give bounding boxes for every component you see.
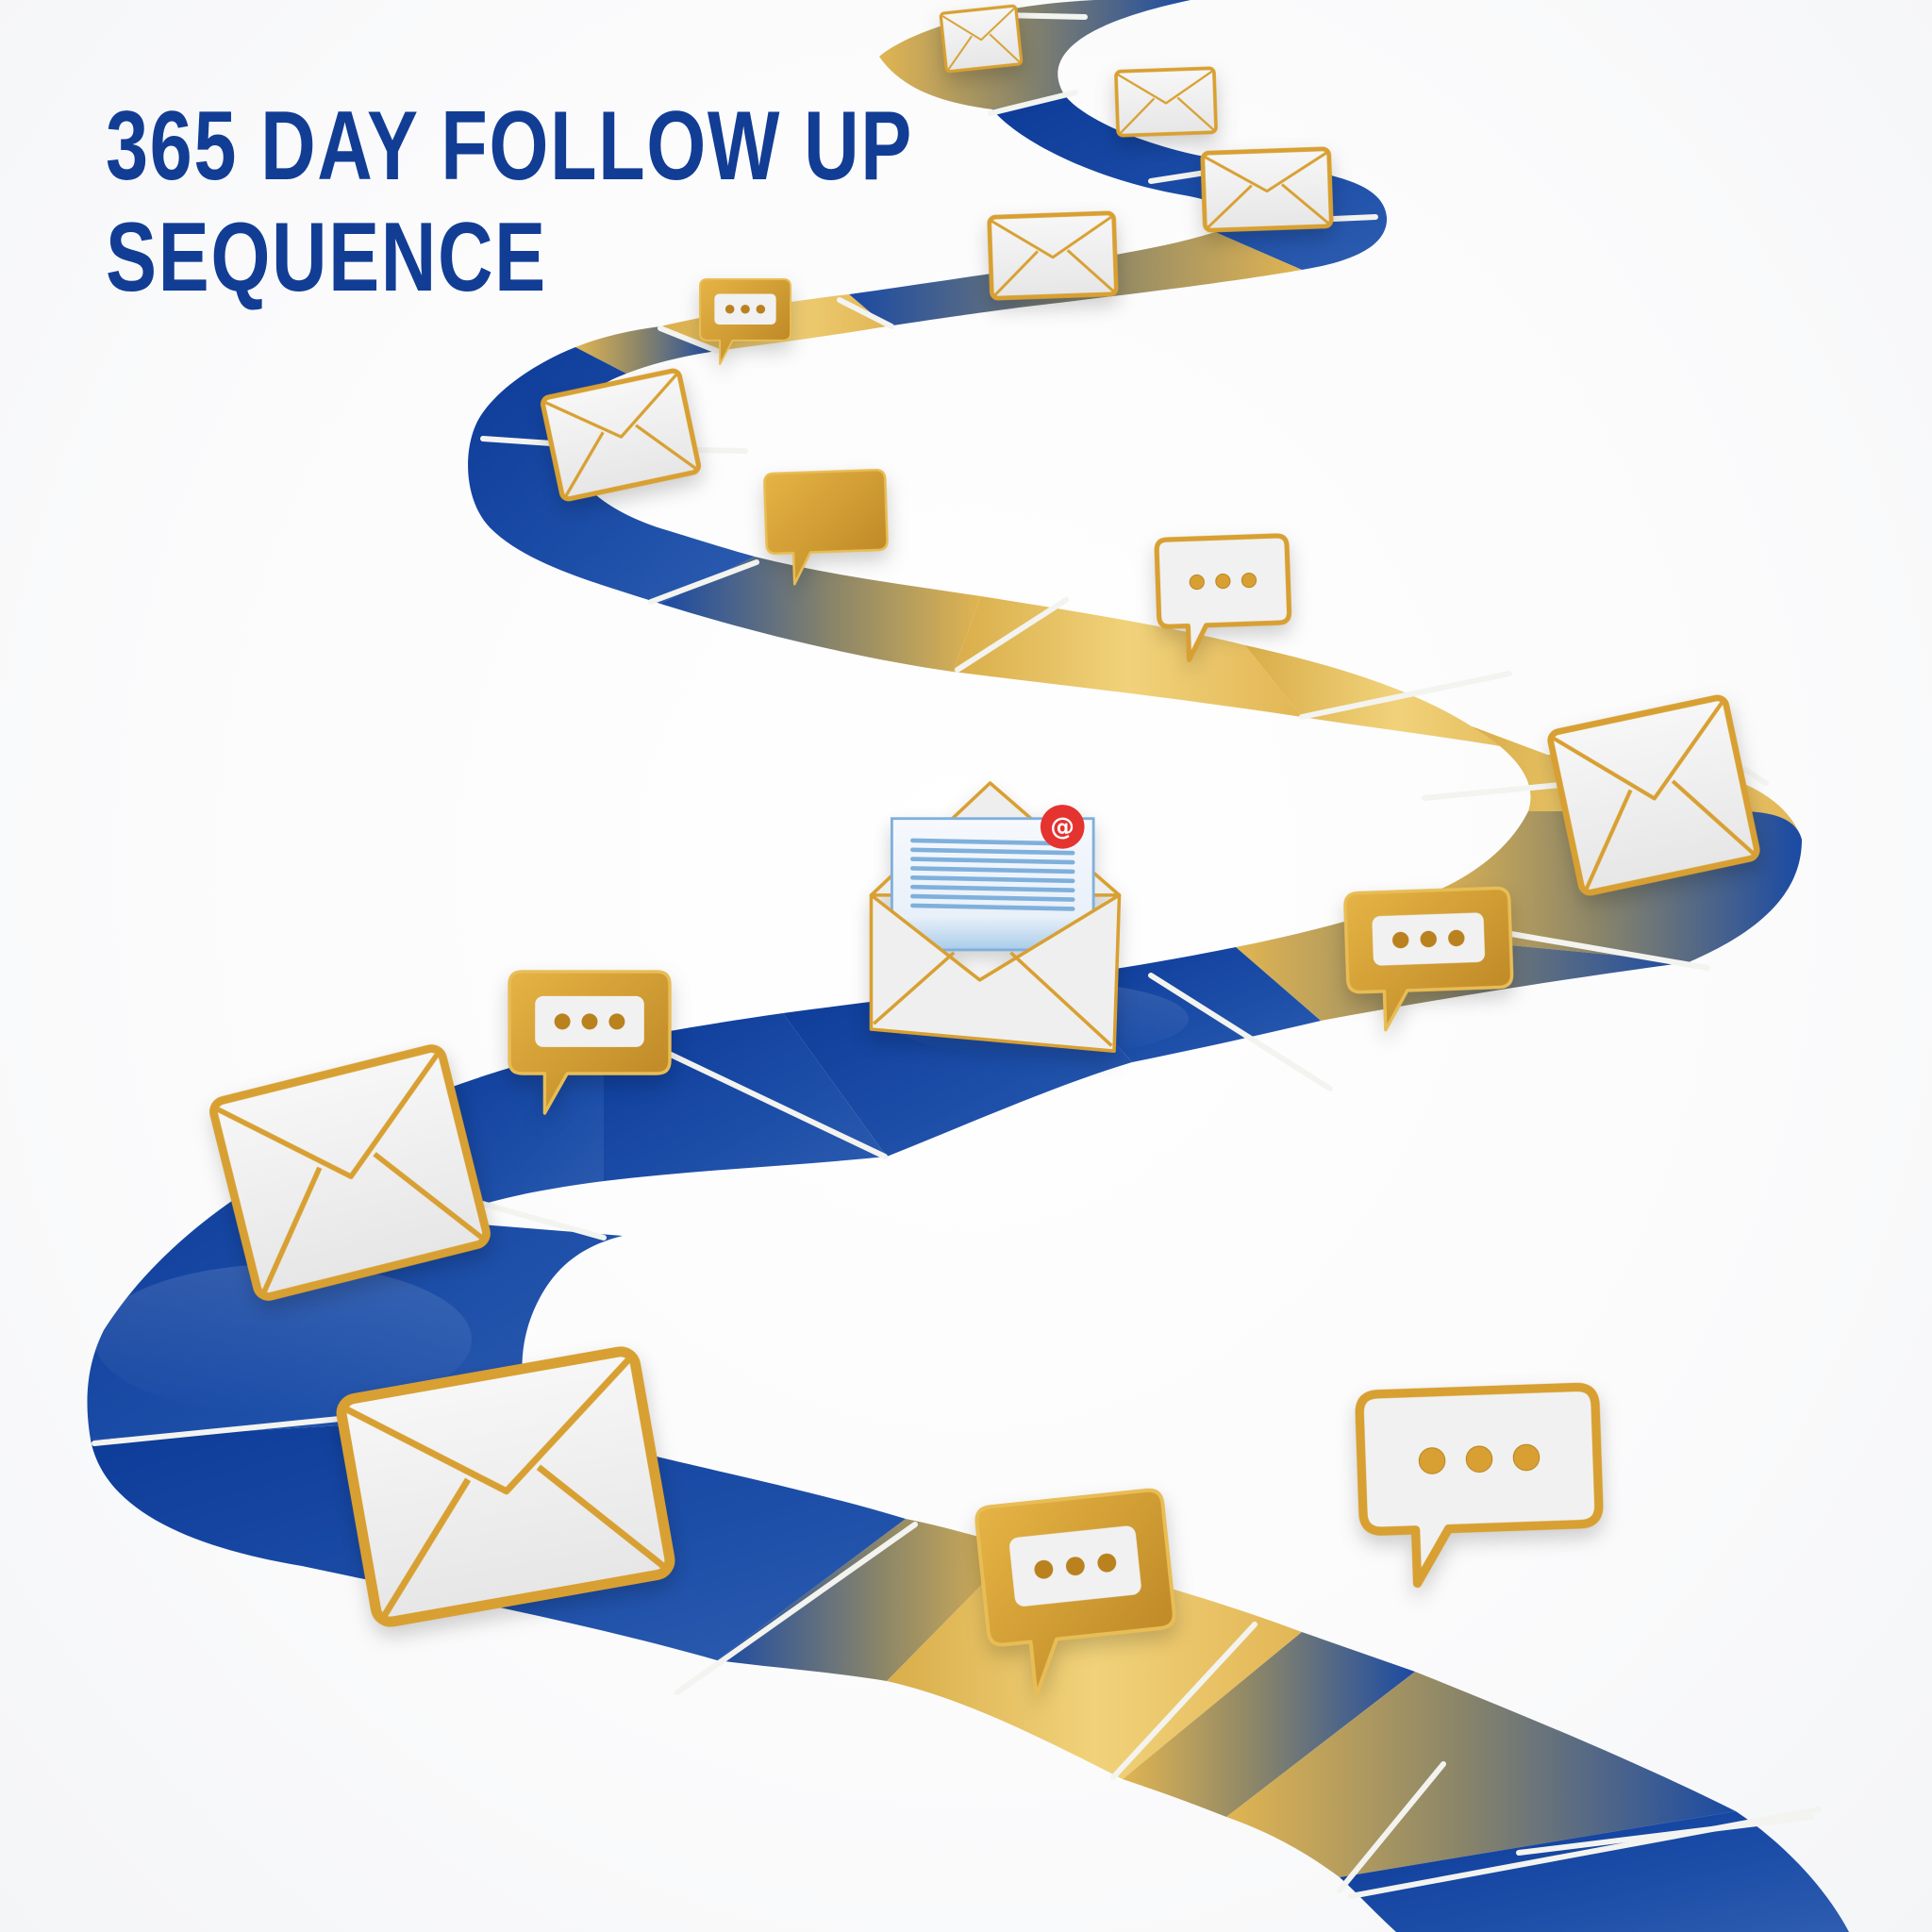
chat-bubble-icon (1343, 886, 1514, 1032)
envelope-icon (1114, 66, 1218, 138)
road-segment (660, 557, 981, 672)
road-segment (953, 596, 1302, 717)
envelope-icon (987, 210, 1119, 301)
envelope-icon (939, 4, 1024, 74)
page-title: 365 DAY FOLLOW UP SEQUENCE (106, 91, 913, 313)
road-segment (717, 1519, 1019, 1681)
envelope-icon (1200, 146, 1334, 233)
road-dividers (92, 12, 1822, 1899)
road-segment (468, 347, 755, 604)
road-segment (1340, 1811, 1849, 1932)
chat-bubble-icon (763, 468, 889, 586)
envelope-icon (540, 368, 702, 502)
sequence-markers: @ (209, 4, 1760, 1698)
chat-bubble-icon (1154, 533, 1292, 662)
title-line-1: 365 DAY FOLLOW UP (106, 92, 913, 201)
title-line-2: SEQUENCE (106, 203, 547, 312)
road-segment (1226, 1672, 1736, 1877)
road-segment (1123, 1632, 1415, 1817)
chat-bubble-icon (1355, 1382, 1604, 1589)
open-envelope-icon: @ (869, 781, 1122, 1053)
svg-text:@: @ (1050, 813, 1074, 841)
chat-bubble-icon (508, 970, 672, 1115)
envelope-icon (336, 1346, 675, 1627)
envelope-icon (209, 1044, 491, 1301)
notification-badge: @ (1040, 805, 1085, 849)
chat-bubble-icon (699, 278, 791, 365)
chat-bubble-icon (974, 1488, 1176, 1698)
envelope-icon (1547, 694, 1760, 896)
